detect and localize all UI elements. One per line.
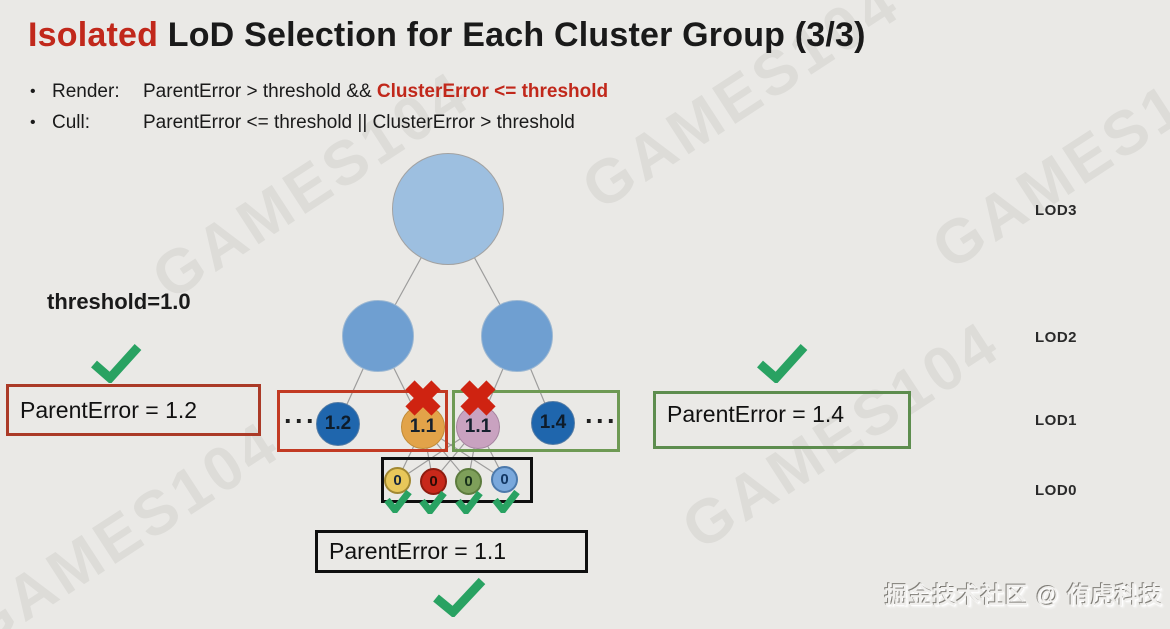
cluster-node-lod1: 1.1 [456, 405, 500, 449]
parent-error-bottom-label: ParentError = 1.1 [329, 538, 507, 564]
credit-watermark: 掘金技术社区 @ 侑虎科技 [884, 582, 1163, 608]
render-group-frame-green [452, 390, 620, 452]
check-icon [455, 490, 483, 514]
lod-level-label: LOD3 [1035, 202, 1078, 219]
cluster-node-lod2-right [481, 300, 553, 372]
bullet-render-label: Render: [52, 81, 120, 102]
check-icon [419, 490, 447, 514]
bullet-dot: • [30, 83, 36, 100]
ellipsis-left: ··· [284, 406, 317, 436]
bullet-render-highlight: ClusterError <= threshold [376, 81, 609, 102]
cluster-node-lod1: 1.2 [316, 402, 360, 446]
parent-error-right-label: ParentError = 1.4 [667, 401, 845, 427]
cluster-node-lod2-left [342, 300, 414, 372]
cluster-node-lod1: 1.1 [401, 405, 445, 449]
cluster-node-lod0: 0 [420, 468, 447, 495]
cluster-node-lod3 [392, 153, 504, 265]
parent-error-box-right: ParentError = 1.4 [653, 391, 911, 449]
bullet-render-text: ParentError > threshold && ClusterError … [143, 81, 608, 103]
lod-level-label: LOD2 [1035, 329, 1078, 346]
ellipsis-right: ··· [585, 406, 618, 436]
page-title: Isolated LoD Selection for Each Cluster … [28, 16, 866, 55]
cluster-node-lod0: 0 [491, 466, 518, 493]
check-icon [384, 489, 412, 513]
render-group-frame-red [277, 390, 448, 452]
check-icon [91, 343, 142, 383]
bullet-render-normal: ParentError > threshold && [143, 81, 377, 102]
bullet-cull-text: ParentError <= threshold || ClusterError… [143, 112, 575, 133]
cluster-node-lod0: 0 [384, 467, 411, 494]
bullet-render: • Render: ParentError > threshold && Clu… [30, 81, 608, 103]
cull-x-icon [460, 380, 496, 416]
bullet-cull: • Cull: ParentError <= threshold || Clus… [30, 112, 575, 134]
parent-error-box-left: ParentError = 1.2 [6, 384, 261, 436]
lod-level-label: LOD0 [1035, 482, 1078, 499]
lod0-group-frame [381, 457, 533, 503]
check-icon [757, 343, 808, 383]
title-rest: LoD Selection for Each Cluster Group (3/… [158, 16, 866, 54]
check-icon [492, 489, 520, 513]
cluster-node-lod0: 0 [455, 468, 482, 495]
threshold-label: threshold=1.0 [47, 289, 191, 314]
bullet-dot: • [30, 114, 36, 131]
parent-error-box-bottom: ParentError = 1.1 [315, 530, 588, 573]
title-highlight: Isolated [28, 16, 159, 54]
bullet-cull-label: Cull: [52, 112, 91, 133]
cluster-node-lod1: 1.4 [531, 401, 575, 445]
check-icon [433, 577, 486, 617]
cull-x-icon [405, 380, 441, 416]
parent-error-left-label: ParentError = 1.2 [20, 396, 198, 423]
lod-level-label: LOD1 [1035, 412, 1078, 429]
